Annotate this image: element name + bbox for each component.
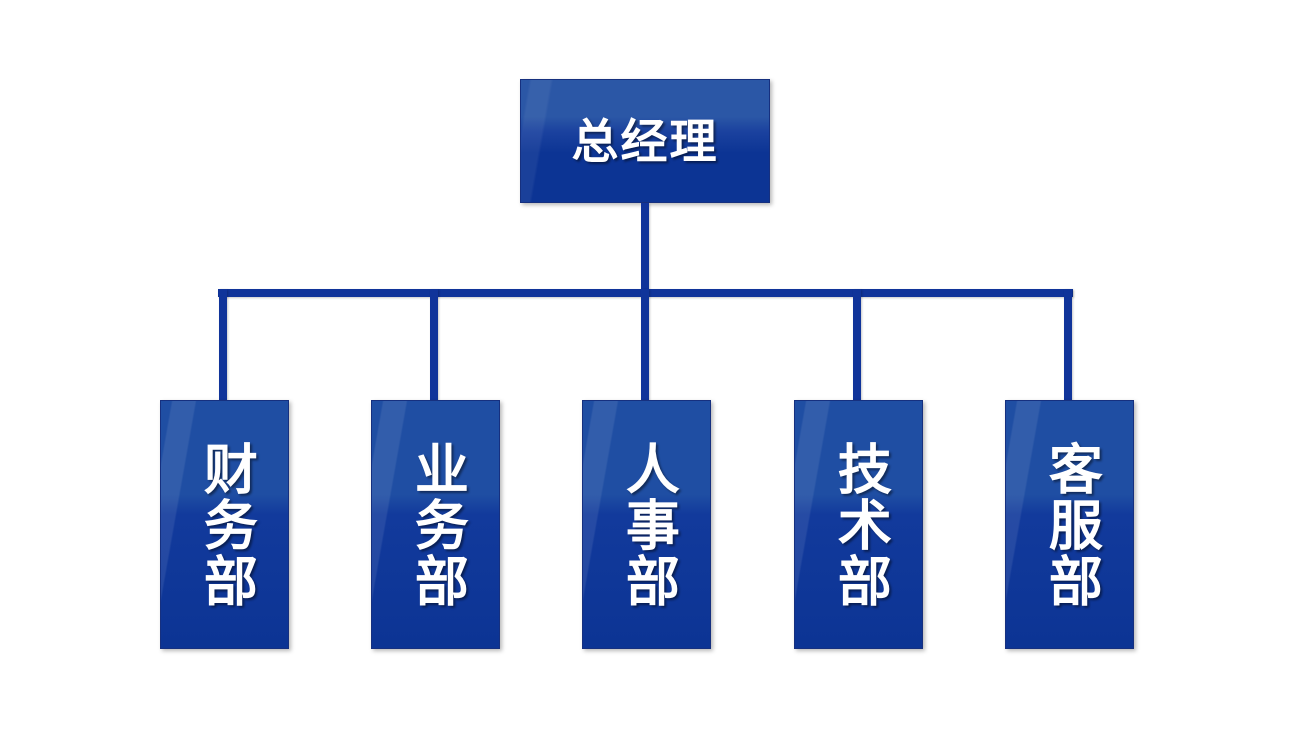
connector-stem-vertical <box>641 203 649 293</box>
connector-drop-business <box>430 289 438 401</box>
org-node-label: 人事部 <box>617 440 678 609</box>
connector-drop-service <box>1064 289 1072 401</box>
org-node-hr-dept[interactable]: 人事部 <box>582 400 711 649</box>
connector-drop-finance <box>219 289 227 401</box>
org-node-label: 技术部 <box>829 440 890 609</box>
org-node-service-dept[interactable]: 客服部 <box>1005 400 1134 649</box>
org-node-business-dept[interactable]: 业务部 <box>371 400 500 649</box>
org-node-label: 业务部 <box>406 440 467 609</box>
org-node-finance-dept[interactable]: 财务部 <box>160 400 289 649</box>
connector-drop-tech <box>853 289 861 401</box>
org-node-label: 总经理 <box>571 114 719 168</box>
connector-drop-hr <box>641 289 649 401</box>
org-node-general-manager[interactable]: 总经理 <box>520 79 770 203</box>
org-node-label: 客服部 <box>1040 440 1101 609</box>
org-node-tech-dept[interactable]: 技术部 <box>794 400 923 649</box>
org-node-label: 财务部 <box>195 440 256 609</box>
